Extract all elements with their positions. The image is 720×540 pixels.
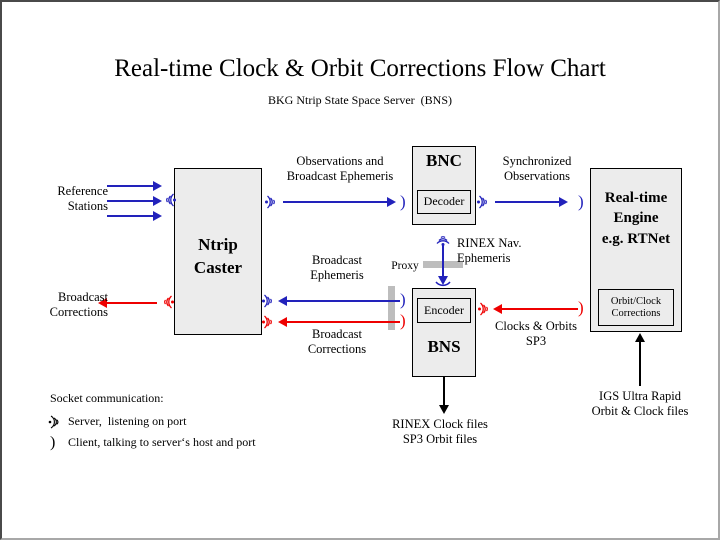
observations-broadcast-ephemeris-label: Observations and Broadcast Ephemeris [286,154,394,183]
socket-server-icon-caster-corr [262,315,272,329]
page-title: Real-time Clock & Orbit Corrections Flow… [114,55,606,82]
reference-stations-label: Reference Stations [57,184,108,213]
obs-arrow-head [387,197,396,207]
orbit-clock-corrections-box: Orbit/Clock Corrections [598,289,674,326]
igs-arrow-head [635,333,645,342]
broadcast-corrections-left-head [98,298,107,308]
refstation-arrow-2-line [107,200,155,202]
broadcast-ephemeris-label: Broadcast Ephemeris [310,253,364,282]
bns-label: BNS [427,337,461,356]
broadcast-corrections-mid-label: Broadcast Corrections [307,327,367,356]
socket-client-icon-bnc-in: ) [400,192,406,211]
socket-server-icon-bnc-out [477,195,487,209]
broadcast-ephemeris-line [287,300,400,302]
rinex-files-arrow-line [443,377,445,408]
broadcast-corrections-left-line [107,302,157,304]
synchronized-observations-label: Synchronized Observations [502,154,572,183]
igs-ultra-rapid-label: IGS Ultra Rapid Orbit & Clock files [591,389,689,418]
clocks-orbits-sp3-label: Clocks & Orbits SP3 [495,319,577,348]
clocks-orbits-head [493,304,502,314]
socket-server-icon-rinexnav-out [436,236,450,246]
socket-server-icon-caster-in [166,193,176,207]
rinex-files-arrow-head [439,405,449,414]
socket-server-icon-caster-obs [265,195,275,209]
sync-obs-arrow-head [559,197,568,207]
socket-client-icon-bns-corr: ) [400,311,406,330]
igs-arrow-line [639,341,641,386]
rinex-nav-ephemeris-label: RINEX Nav. Ephemeris [457,236,522,265]
socket-server-icon-bns-out [478,302,488,316]
socket-server-icon-legend [48,415,59,429]
rinexnav-arrow-line [442,245,444,280]
refstation-arrow-3-line [107,215,155,217]
broadcast-corrections-left-label: Broadcast Corrections [49,290,108,319]
legend-title: Socket communication: [50,391,164,405]
rinexnav-arrow-head [438,276,448,285]
socket-client-icon-rte-in: ) [578,192,584,211]
refstation-arrow-1-head [153,181,162,191]
legend-client-text: Client, talking to server‘s host and por… [68,435,256,449]
bnc-label: BNC [426,151,462,170]
proxy-label: Proxy [391,260,419,272]
socket-server-icon-caster-out [164,295,174,309]
broadcast-corrections-mid-line [287,321,400,323]
refstation-arrow-3-head [153,211,162,221]
ntrip-caster-label: Ntrip Caster [193,235,243,277]
socket-client-icon-legend: ) [50,434,56,451]
ntrip-caster-box [174,168,262,335]
proxy-vertical-bar [388,286,395,330]
legend-server-text: Server, listening on port [68,414,187,428]
bnc-decoder-box: Decoder [417,190,471,214]
socket-server-icon-caster-eph [262,294,272,308]
broadcast-corrections-mid-head [278,317,287,327]
realtime-engine-label: Real-time Engine e.g. RTNet [601,190,671,247]
refstation-arrow-2-head [153,196,162,206]
page-subtitle: BKG Ntrip State Space Server (BNS) [268,93,452,107]
socket-client-icon-bns-rinexnav-in [435,281,451,287]
refstation-arrow-1-line [107,185,155,187]
sync-obs-arrow-line [495,201,561,203]
clocks-orbits-line [502,308,578,310]
socket-client-icon-bns-eph: ) [400,290,406,309]
obs-arrow-line [283,201,389,203]
broadcast-ephemeris-head [278,296,287,306]
bns-encoder-box: Encoder [417,298,471,323]
rinex-clock-sp3-files-label: RINEX Clock files SP3 Orbit files [392,417,488,446]
socket-client-icon-rte-out: ) [578,298,584,317]
